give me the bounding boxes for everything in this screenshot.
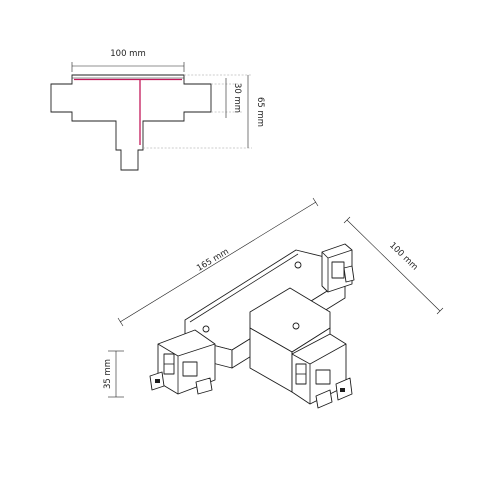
top-view: 100 mm 30 mm 65 mm	[50, 49, 265, 171]
width-dimension: 100 mm	[71, 49, 185, 72]
depth-label: 100 mm	[387, 241, 419, 273]
t-outline	[50, 74, 212, 171]
height-dimension: 35 mm	[103, 350, 124, 398]
connector-body	[149, 243, 355, 409]
arm-height-label: 30 mm	[232, 83, 242, 113]
conductor-line	[74, 78, 182, 145]
isometric-view: 165 mm 100 mm 35 mm	[103, 197, 444, 409]
total-height-label: 65 mm	[255, 97, 265, 127]
width-dimension-label: 100 mm	[110, 49, 146, 59]
depth-dimension: 100 mm	[343, 216, 444, 315]
length-label: 165 mm	[195, 247, 231, 274]
height-label: 35 mm	[103, 359, 113, 389]
arm-height-dimension: 30 mm	[211, 78, 242, 118]
total-height-dimension: 65 mm	[143, 74, 265, 149]
